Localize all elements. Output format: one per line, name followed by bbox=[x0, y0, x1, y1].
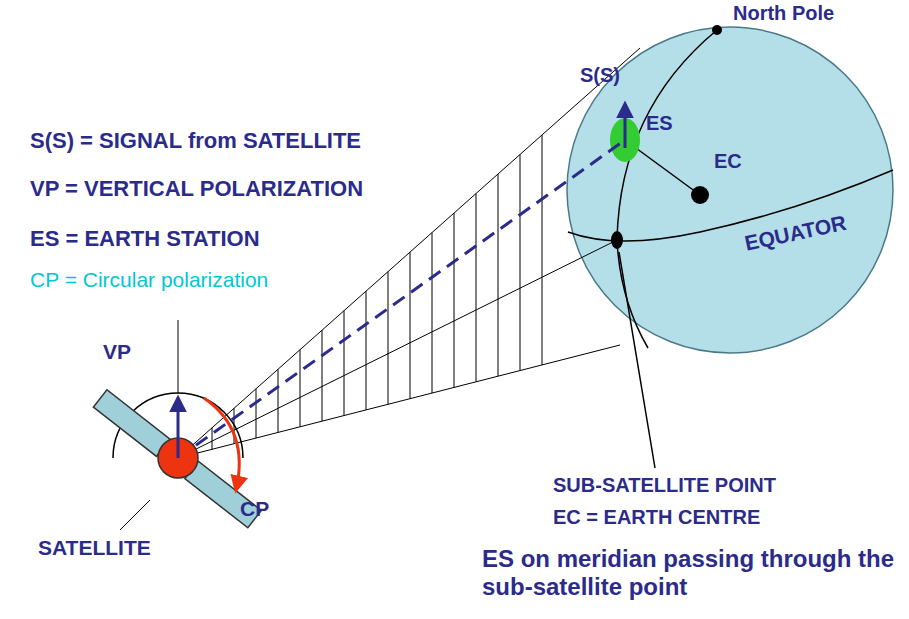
earth-globe bbox=[567, 27, 893, 353]
satellite-label: SATELLITE bbox=[38, 536, 151, 560]
earth-centre-dot bbox=[691, 186, 709, 204]
north-pole-dot bbox=[712, 25, 722, 35]
vertical-polarization-arrow bbox=[177, 398, 180, 458]
vp-label: VP bbox=[103, 340, 131, 364]
leader-line bbox=[619, 252, 655, 468]
circular-polarization-arrow bbox=[204, 398, 239, 490]
ss-label: S(S) bbox=[580, 64, 620, 87]
legend-entry: VP = VERTICAL POLARIZATION bbox=[30, 176, 363, 201]
ec-label: EC bbox=[714, 150, 742, 173]
legend-entry: ES = EARTH STATION bbox=[30, 226, 260, 251]
earth-centre-label: EC = EARTH CENTRE bbox=[553, 506, 760, 529]
es-label: ES bbox=[646, 112, 673, 135]
beam-cone bbox=[178, 48, 640, 458]
signal-polarization-arrow bbox=[624, 104, 627, 148]
north-pole-label: North Pole bbox=[733, 2, 834, 25]
axis-line bbox=[178, 320, 179, 393]
satellite-leader bbox=[120, 500, 150, 530]
legend-entry: S(S) = SIGNAL from SATELLITE bbox=[30, 128, 361, 153]
cp-label: CP bbox=[240, 497, 269, 521]
meridian-line bbox=[617, 30, 717, 348]
legend-entry: CP = Circular polarization bbox=[30, 268, 268, 292]
caption-note: ES on meridian passing through the sub-s… bbox=[482, 545, 902, 600]
sub-satellite-dot bbox=[611, 231, 623, 249]
satellite-body bbox=[93, 390, 261, 528]
sub-satellite-label: SUB-SATELLITE POINT bbox=[553, 474, 776, 497]
